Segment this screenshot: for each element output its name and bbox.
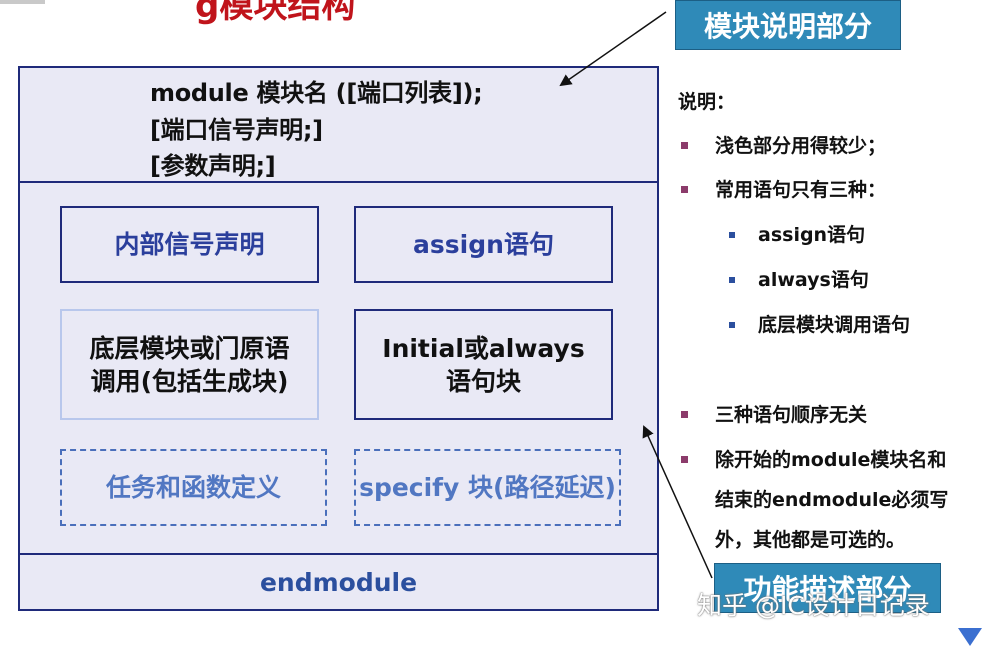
instance-block: 底层模块或门原语 调用(包括生成块) bbox=[60, 309, 319, 420]
slide-title: g模块结构 bbox=[195, 0, 356, 26]
instance-block-line1: 底层模块或门原语 bbox=[89, 333, 290, 363]
sub-bullet-square-icon bbox=[729, 277, 735, 283]
assign-block: assign语句 bbox=[354, 206, 613, 283]
note-item-continued: 结束的endmodule必须写 bbox=[715, 489, 949, 511]
function-description-tag: 功能描述部分 bbox=[714, 563, 941, 613]
note-subitem: assign语句 bbox=[758, 224, 866, 246]
sub-bullet-square-icon bbox=[729, 232, 735, 238]
sub-bullet-square-icon bbox=[729, 322, 735, 328]
bullet-square-icon bbox=[681, 142, 688, 149]
initial-block-line1: Initial或always bbox=[382, 333, 585, 363]
note-item: 三种语句顺序无关 bbox=[715, 404, 868, 426]
port-declaration-line: [端口信号声明;] bbox=[150, 116, 323, 144]
initial-block-line2: 语句块 bbox=[445, 366, 521, 396]
module-declaration-line: module 模块名 ([端口列表]); bbox=[150, 79, 483, 107]
bullet-square-icon bbox=[681, 411, 688, 418]
note-item: 浅色部分用得较少； bbox=[715, 135, 887, 157]
function-description-arrow bbox=[642, 425, 713, 579]
slide-decoration-dash bbox=[0, 0, 45, 4]
note-item-continued: 外，其他都是可选的。 bbox=[715, 529, 906, 551]
note-subitem: 底层模块调用语句 bbox=[758, 314, 911, 336]
module-header-section: module 模块名 ([端口列表]); [端口信号声明;] [参数声明;] bbox=[18, 66, 659, 183]
zhihu-watermark: 知乎 @IC设计日记录 bbox=[697, 591, 930, 620]
note-item: 除开始的module模块名和 bbox=[715, 449, 947, 471]
note-subitem: always语句 bbox=[758, 269, 869, 291]
module-description-arrow bbox=[559, 11, 667, 87]
endmodule-section: endmodule bbox=[18, 553, 659, 611]
specify-block: specify 块(路径延迟) bbox=[354, 449, 621, 526]
instance-block-line2: 调用(包括生成块) bbox=[90, 366, 289, 396]
notes-heading: 说明： bbox=[678, 91, 736, 113]
note-item: 常用语句只有三种： bbox=[715, 179, 887, 201]
module-structure-box bbox=[18, 66, 659, 611]
initial-always-block: Initial或always 语句块 bbox=[354, 309, 613, 420]
scroll-down-arrow-icon bbox=[958, 628, 982, 646]
internal-signal-block: 内部信号声明 bbox=[60, 206, 319, 283]
bullet-square-icon bbox=[681, 456, 688, 463]
module-description-tag: 模块说明部分 bbox=[675, 0, 901, 50]
bullet-square-icon bbox=[681, 186, 688, 193]
task-function-block: 任务和函数定义 bbox=[60, 449, 327, 526]
parameter-declaration-line: [参数声明;] bbox=[150, 152, 276, 180]
